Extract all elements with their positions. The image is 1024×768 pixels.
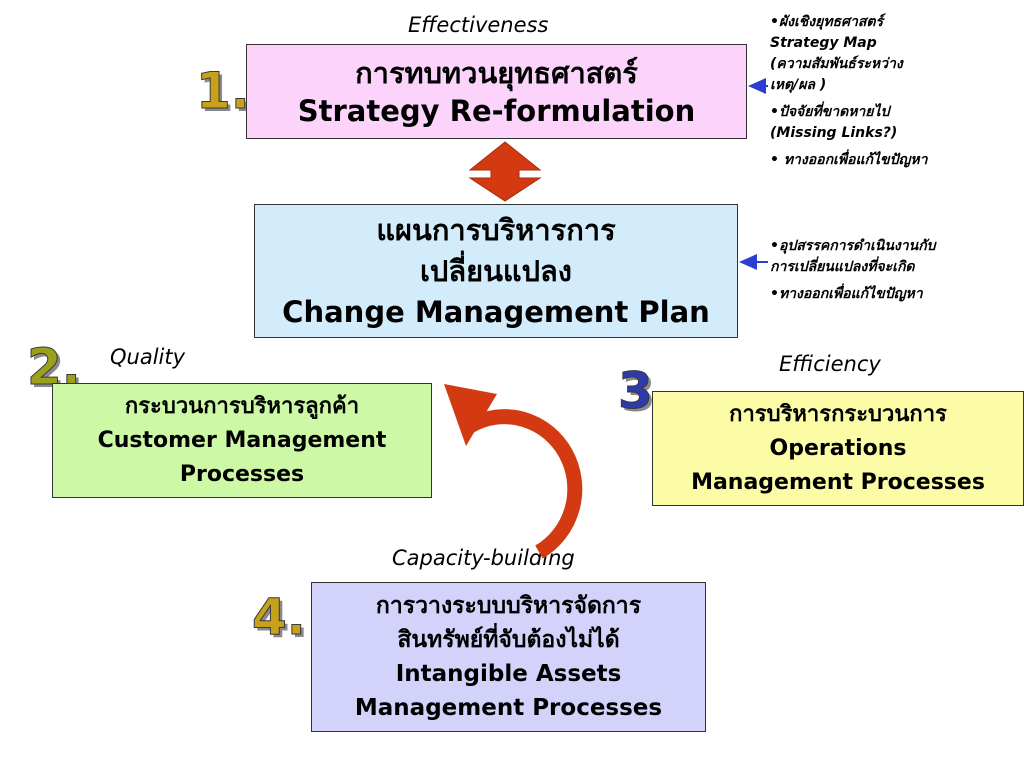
note-line: •ทางออกเพื่อแก้ไขปัญหา (770, 286, 923, 302)
intangible-assets-box: การวางระบบบริหารจัดการ สินทรัพย์ที่จับต้… (311, 582, 706, 732)
notes-change: •อุปสรรคการดำเนินงานกับ การเปลี่ยนแปลงที… (770, 236, 1020, 305)
change-english-label: Change Management Plan (282, 294, 710, 329)
note-line: (ความสัมพันธ์ระหว่าง (770, 56, 903, 72)
operations-english-label-1: Operations (769, 435, 907, 461)
customer-english-label-1: Customer Management (97, 427, 387, 453)
intangible-english-label-1: Intangible Assets (395, 661, 622, 687)
note-line: Strategy Map (770, 35, 877, 51)
double-arrow-icon (468, 141, 542, 202)
change-thai-label-2: เปลี่ยนแปลง (420, 253, 572, 288)
customer-thai-label: กระบวนการบริหารลูกค้า (124, 393, 360, 419)
strategy-english-label: Strategy Re-formulation (297, 93, 696, 128)
note-line: เหตุ/ผล ) (770, 77, 827, 93)
change-thai-label-1: แผนการบริหารการ (376, 212, 616, 247)
caption-quality: Quality (110, 345, 186, 369)
cycle-arrow-icon (444, 384, 583, 559)
intangible-thai-label-1: การวางระบบบริหารจัดการ (375, 593, 642, 619)
caption-effectiveness: Effectiveness (408, 13, 549, 37)
customer-management-box: กระบวนการบริหารลูกค้า Customer Managemen… (52, 383, 432, 498)
notes-strategy: •ผังเชิงยุทธศาสตร์ Strategy Map (ความสัม… (770, 12, 1020, 171)
intangible-english-label-2: Management Processes (354, 695, 663, 721)
change-management-plan-box: แผนการบริหารการ เปลี่ยนแปลง Change Manag… (254, 204, 738, 338)
operations-english-label-2: Management Processes (691, 469, 985, 495)
note-line: •อุปสรรคการดำเนินงานกับ (770, 238, 936, 254)
note-line: • ทางออกเพื่อแก้ไขปัญหา (770, 152, 928, 168)
note-line: •ปัจจัยที่ขาดหายไป (770, 104, 890, 120)
operations-thai-label: การบริหารกระบวนการ (729, 401, 947, 427)
strategy-reformulation-box: การทบทวนยุทธศาสตร์ Strategy Re-formulati… (246, 44, 747, 139)
note-line: (Missing Links?) (770, 125, 898, 141)
intangible-thai-label-2: สินทรัพย์ที่จับต้องไม่ได้ (397, 627, 620, 653)
caption-efficiency: Efficiency (779, 352, 881, 376)
note-line: •ผังเชิงยุทธศาสตร์ (770, 14, 883, 30)
customer-english-label-2: Processes (179, 461, 305, 487)
step-number-4: 4. (252, 588, 307, 646)
step-number-1: 1. (196, 62, 251, 120)
note-line: การเปลี่ยนแปลงที่จะเกิด (770, 259, 915, 275)
operations-management-box: การบริหารกระบวนการ Operations Management… (652, 391, 1024, 506)
strategy-thai-label: การทบทวนยุทธศาสตร์ (355, 55, 638, 90)
